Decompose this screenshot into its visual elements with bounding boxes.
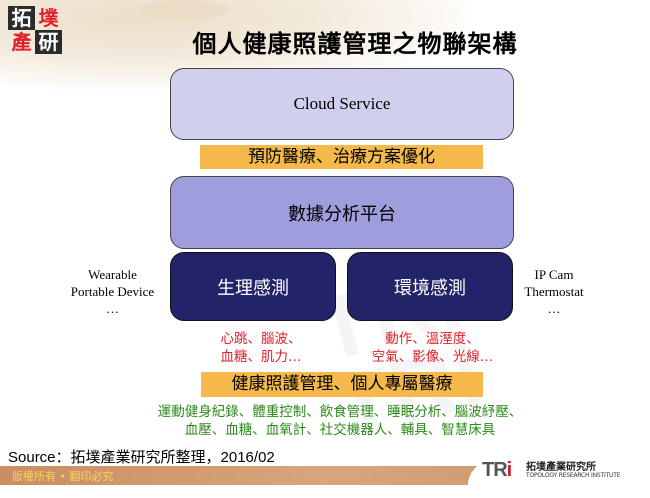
tri-brand: TRi 拓墣產業研究所 TOPOLOGY RESEARCH INSTITUTE (468, 455, 650, 485)
brand-name-cn: 拓墣產業研究所 (526, 462, 596, 473)
environment-devices-list: IP Cam Thermostat … (514, 266, 594, 317)
cloud-service-box: Cloud Service (170, 68, 514, 140)
signal-line: 動作、溫溼度、 (385, 331, 480, 347)
device-item: … (106, 301, 119, 316)
environmental-signals: 動作、溫溼度、 空氣、影像、光線… (360, 330, 505, 366)
analytics-platform-box: 數據分析平台 (170, 176, 514, 249)
map-decoration (140, 0, 230, 20)
logo-char: 研 (35, 30, 62, 54)
device-item: Thermostat (524, 284, 584, 299)
device-item: Wearable (88, 267, 137, 282)
device-item: IP Cam (534, 267, 574, 282)
source-note: Source：拓墣產業研究所整理，2016/02 (8, 449, 275, 466)
copyright-text: 版權所有 • 翻印必究 (12, 470, 114, 483)
signal-line: 血糖、肌力… (220, 349, 302, 365)
signal-line: 空氣、影像、光線… (371, 349, 494, 365)
logo-char: 產 (11, 30, 32, 54)
brand-name-en: TOPOLOGY RESEARCH INSTITUTE (526, 472, 621, 479)
logo-char: 墣 (38, 6, 59, 30)
wearable-devices-list: Wearable Portable Device … (55, 266, 170, 317)
logo-char: 拓 (8, 6, 35, 30)
device-item: Portable Device (70, 284, 155, 299)
page-title: 個人健康照護管理之物聯架構 (192, 29, 518, 58)
environmental-sensing-label: 環境感測 (394, 277, 466, 299)
application-line: 血壓、血糖、血氧計、社交機器人、輔具、智慧床具 (184, 422, 496, 438)
physiological-sensing-label: 生理感測 (217, 277, 289, 299)
analytics-platform-label: 數據分析平台 (288, 203, 396, 225)
device-item: … (547, 301, 561, 316)
physiological-sensing-box: 生理感測 (170, 252, 336, 321)
signal-line: 心跳、腦波、 (220, 331, 302, 347)
prevention-band: 預防醫療、治療方案優化 (200, 145, 483, 169)
environmental-sensing-box: 環境感測 (347, 252, 513, 321)
topology-logo: 拓 墣 產 研 (8, 6, 62, 54)
applications-list: 運動健身紀錄、體重控制、飲食管理、睡眠分析、腦波紓壓、 血壓、血糖、血氧計、社交… (120, 403, 560, 439)
physiological-signals: 心跳、腦波、 血糖、肌力… (206, 330, 316, 366)
tri-logo: TRi (482, 459, 512, 481)
healthcare-management-band: 健康照護管理、個人專屬醫療 (201, 372, 483, 397)
application-line: 運動健身紀錄、體重控制、飲食管理、睡眠分析、腦波紓壓、 (157, 404, 523, 420)
cloud-service-label: Cloud Service (293, 94, 391, 113)
